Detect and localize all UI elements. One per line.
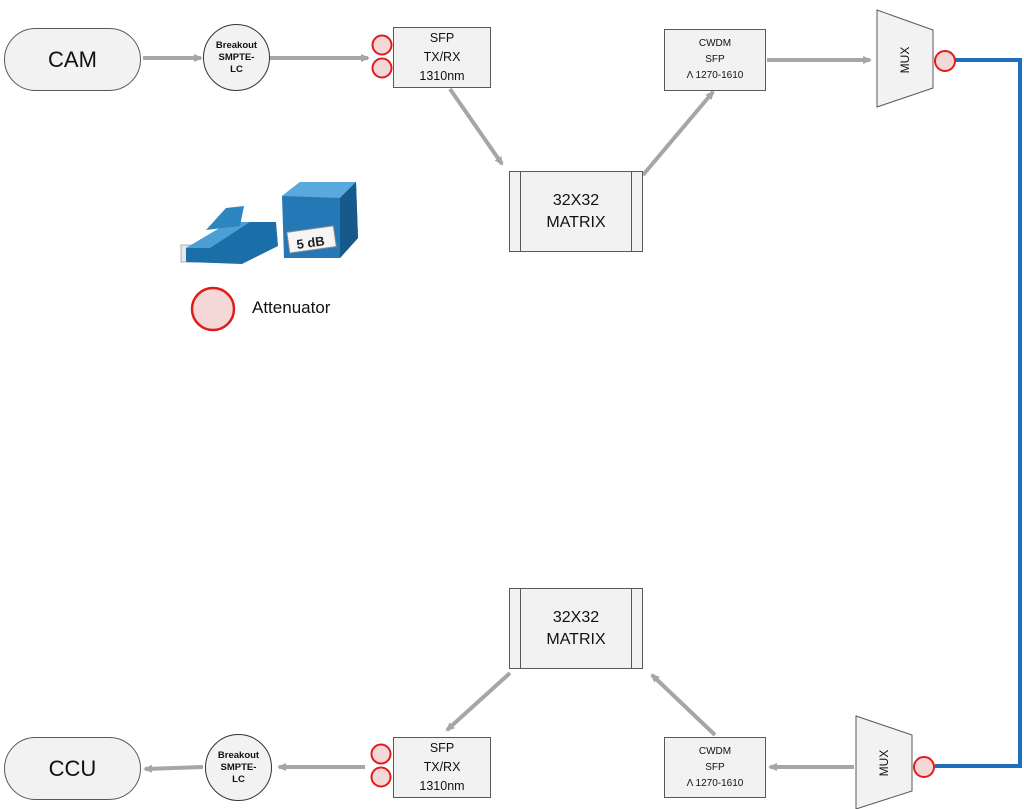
top-mux-shape <box>876 9 934 108</box>
breakout-line-1: Breakout <box>215 39 258 51</box>
attenuator-device-marking: 5 dB <box>296 233 326 252</box>
cwdm-line-1: CWDM <box>698 38 732 49</box>
cwdm-line-3: Λ 1270-1610 <box>686 777 744 789</box>
bottom-matrix-node: 32X32 MATRIX <box>509 588 643 669</box>
cam-node: CAM <box>4 28 141 91</box>
arrow-sfp-to-matrix <box>448 87 504 166</box>
top-cwdm-node: CWDM SFP Λ 1270-1610 <box>664 29 766 91</box>
sfp-line-2: TX/RX <box>423 50 461 64</box>
cwdm-line-2: SFP <box>705 761 725 773</box>
bottom-mux-shape <box>855 715 913 809</box>
matrix-line-2: MATRIX <box>546 630 606 648</box>
top-breakout-node: Breakout SMPTE- LC <box>203 24 270 91</box>
fiber-link-line <box>935 58 1022 768</box>
bottom-sfp-node: SFP TX/RX 1310nm <box>393 737 491 798</box>
attenuator-bottom-mux <box>913 756 935 778</box>
arrow-matrix-to-cwdm <box>641 90 715 177</box>
arrow-cwdm-to-matrix <box>650 673 717 737</box>
arrow-matrix-to-sfp <box>445 671 512 732</box>
sfp-line-2: TX/RX <box>423 760 461 774</box>
legend-attenuator-symbol <box>190 286 236 332</box>
cwdm-line-1: CWDM <box>698 745 732 757</box>
breakout-line-1: Breakout <box>217 749 260 761</box>
breakout-line-2: SMPTE- <box>220 761 257 773</box>
matrix-line-1: 32X32 <box>552 608 600 626</box>
cwdm-line-3: Λ 1270-1610 <box>686 70 744 81</box>
breakout-line-2: SMPTE- <box>218 51 255 63</box>
top-sfp-node: SFP TX/RX 1310nm <box>393 27 491 88</box>
sfp-line-1: SFP <box>429 31 455 45</box>
attenuator-bottom-sfp-2 <box>370 766 392 788</box>
cwdm-line-2: SFP <box>705 54 725 65</box>
bottom-cwdm-node: CWDM SFP Λ 1270-1610 <box>664 737 766 798</box>
breakout-line-3: LC <box>230 63 243 75</box>
top-matrix-node: 32X32 MATRIX <box>509 171 643 252</box>
breakout-line-3: LC <box>232 773 245 785</box>
attenuator-bottom-sfp-1 <box>370 743 392 765</box>
sfp-line-1: SFP <box>429 741 455 755</box>
matrix-line-1: 32X32 <box>552 191 600 209</box>
legend-attenuator-label: Attenuator <box>252 298 331 317</box>
cam-label: CAM <box>48 46 97 72</box>
sfp-line-3: 1310nm <box>419 69 465 83</box>
attenuator-top-sfp-1 <box>371 34 393 56</box>
attenuator-top-mux <box>934 50 956 72</box>
bottom-mux-label: MUX <box>877 749 891 777</box>
ccu-label: CCU <box>48 755 97 781</box>
sfp-line-3: 1310nm <box>419 779 465 793</box>
matrix-line-2: MATRIX <box>546 213 606 231</box>
bottom-breakout-node: Breakout SMPTE- LC <box>205 734 272 801</box>
arrow-breakout-to-ccu <box>143 764 204 773</box>
ccu-node: CCU <box>4 737 141 800</box>
attenuator-device-image: 5 dB <box>180 182 358 264</box>
top-mux-label: MUX <box>898 46 912 74</box>
attenuator-top-sfp-2 <box>371 57 393 79</box>
